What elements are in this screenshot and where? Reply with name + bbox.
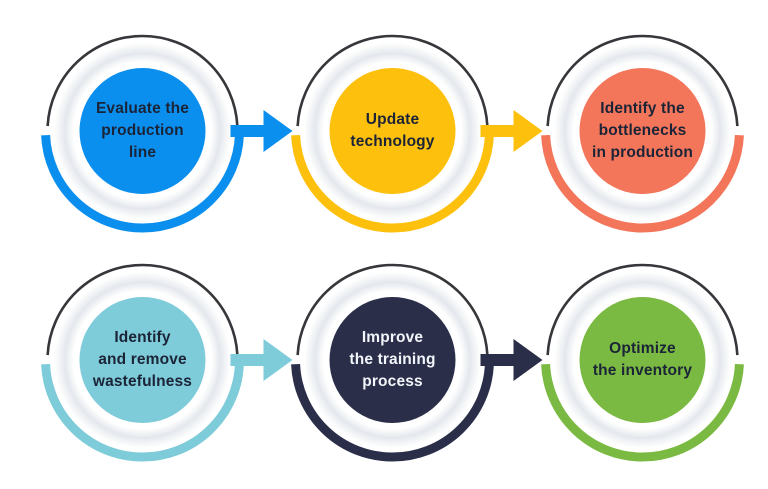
step-graphic-evaluate-production-line bbox=[41, 34, 244, 233]
step-label-optimize-inventory: Optimize the inventory bbox=[592, 340, 693, 379]
colored-bottom-arc bbox=[41, 363, 244, 462]
step-label-identify-bottlenecks: Identify the bottlenecks in production bbox=[592, 100, 693, 161]
colored-bottom-arc bbox=[291, 363, 494, 462]
step-label-update-technology: Update technology bbox=[350, 111, 435, 150]
flow-arrow-icon bbox=[230, 110, 293, 152]
flow-arrow-icon bbox=[480, 339, 543, 381]
outer-dark-ring bbox=[296, 34, 489, 127]
outer-dark-ring bbox=[296, 263, 489, 356]
colored-bottom-arc bbox=[41, 134, 244, 233]
outer-dark-ring bbox=[546, 263, 739, 356]
step-circle bbox=[329, 297, 456, 423]
step-circle bbox=[579, 297, 706, 423]
step-circle bbox=[79, 68, 206, 194]
step-graphic-optimize-the-inventory bbox=[541, 263, 744, 462]
step-label-evaluate-production-line: Evaluate the production line bbox=[95, 100, 190, 161]
step-label-identify-remove-wastefulness: Identify and remove wastefulness bbox=[92, 329, 193, 390]
flow-arrow-icon bbox=[480, 110, 543, 152]
flow-arrow-icon bbox=[230, 339, 293, 381]
step-graphic-identify-and-remove-wastefulness bbox=[41, 263, 244, 462]
colored-bottom-arc bbox=[541, 363, 744, 462]
step-circle bbox=[329, 68, 456, 194]
step-graphic-update-technology bbox=[291, 34, 494, 233]
outer-dark-ring bbox=[46, 34, 239, 127]
step-circle bbox=[79, 297, 206, 423]
step-graphic-improve-the-training-process bbox=[291, 263, 494, 462]
colored-bottom-arc bbox=[291, 134, 494, 233]
colored-bottom-arc bbox=[541, 134, 744, 233]
outer-dark-ring bbox=[46, 263, 239, 356]
outer-dark-ring bbox=[546, 34, 739, 127]
step-label-improve-training-process: Improve the training process bbox=[349, 329, 436, 390]
step-circle bbox=[579, 68, 706, 194]
step-graphic-identify-bottlenecks-in-production bbox=[541, 34, 744, 233]
